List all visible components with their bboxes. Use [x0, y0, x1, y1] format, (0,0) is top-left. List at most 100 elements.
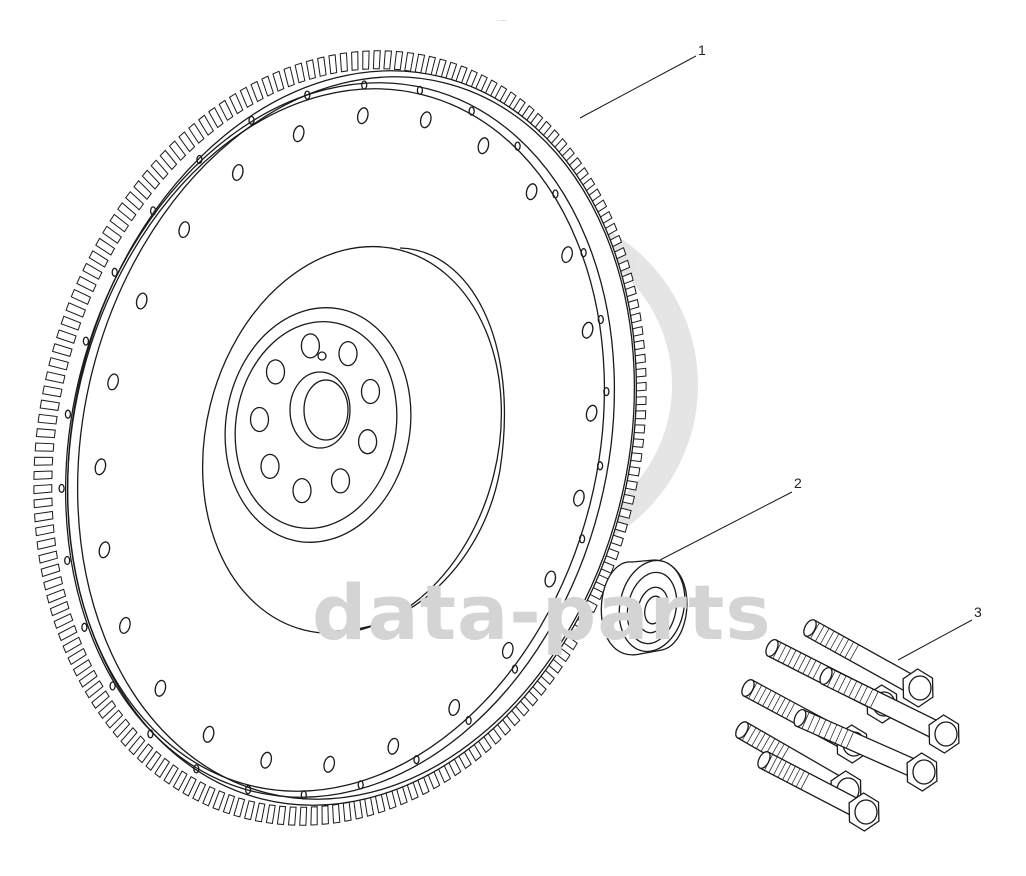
gear-tooth — [43, 576, 63, 591]
gear-tooth — [40, 563, 61, 578]
hub-bolt-holes — [249, 333, 381, 504]
gear-tooth — [414, 53, 426, 74]
small-hole — [596, 461, 604, 471]
hub-outer — [224, 307, 412, 543]
rim-bolt-hole — [323, 755, 336, 773]
small-hole — [196, 154, 203, 165]
gear-tooth — [39, 399, 60, 411]
gear-tooth — [351, 51, 359, 71]
gear-tooth — [42, 385, 63, 398]
small-hole — [468, 106, 475, 116]
small-hole — [149, 206, 157, 216]
gear-tooth — [254, 802, 266, 823]
gear-tooth — [172, 770, 188, 791]
small-hole — [64, 409, 72, 419]
gear-tooth — [78, 669, 98, 688]
gear-tooth — [65, 302, 87, 318]
gear-tooth — [342, 801, 352, 822]
rim-bolt-hole — [107, 373, 119, 391]
gear-tooth — [364, 796, 375, 817]
gear-tooth — [120, 727, 138, 747]
gear-tooth — [383, 50, 393, 70]
gear-tooth — [328, 54, 338, 75]
gear-tooth — [34, 510, 54, 523]
rim-bolt-hole — [231, 163, 244, 182]
gear-tooth — [117, 202, 137, 222]
gear-tooth — [218, 99, 234, 122]
bolt — [803, 619, 934, 708]
rim-bolt-hole — [501, 641, 514, 659]
gear-tooth — [163, 764, 179, 785]
rim-bolt-hole — [154, 679, 167, 697]
gear-tooth — [136, 743, 154, 764]
gear-tooth — [188, 122, 205, 144]
gear-tooth — [44, 371, 66, 384]
gear-tooth — [34, 442, 55, 452]
gear-tooth — [222, 794, 236, 815]
gear-tooth — [283, 66, 295, 88]
rim-bolt-hole — [448, 698, 461, 717]
gear-tooth — [141, 169, 161, 190]
gear-tooth — [321, 805, 329, 825]
hub-center-bore-inner — [303, 379, 349, 441]
bolt — [793, 708, 938, 792]
rim-bolt-hole — [387, 737, 400, 755]
gear-tooth — [33, 456, 54, 466]
gear-tooth — [250, 80, 264, 103]
gear-tooth — [178, 131, 196, 153]
rim-bolt-hole — [573, 489, 585, 507]
small-hole — [147, 729, 154, 739]
hub-bolt-hole — [357, 429, 378, 455]
small-hole — [81, 622, 88, 632]
gear-tooth — [112, 718, 131, 739]
gear-tooth — [202, 786, 216, 807]
rim-bolt-hole — [135, 292, 148, 310]
gear-tooth — [265, 804, 276, 824]
gear-tooth — [72, 658, 93, 677]
rim-bolt-hole — [585, 404, 598, 422]
gear-tooth — [353, 799, 363, 820]
small-hole — [361, 80, 368, 90]
gear-tooth — [56, 329, 77, 344]
gear-tooth — [36, 537, 57, 551]
gear-tooth — [208, 106, 224, 129]
gear-tooth — [150, 159, 169, 180]
gear-tooth — [133, 180, 152, 200]
small-hole — [413, 755, 420, 765]
hub-bolt-hole — [300, 333, 321, 359]
gear-tooth — [49, 600, 70, 617]
gear-tooth — [84, 680, 104, 699]
gear-tooth — [168, 140, 187, 162]
gear-tooth — [105, 709, 124, 729]
gear-tooth — [102, 225, 122, 245]
gear-tooth — [159, 149, 178, 171]
inner-holes — [58, 80, 610, 800]
hub-bolt-hole — [249, 406, 270, 433]
small-hole — [304, 90, 311, 100]
leader-line-2 — [659, 491, 793, 561]
small-hole — [58, 483, 65, 494]
gear-tooth — [339, 52, 348, 73]
rim-bolt-hole — [98, 541, 111, 559]
gear-tooth — [233, 797, 246, 818]
small-hole — [550, 603, 557, 613]
small-hole — [416, 85, 424, 96]
gear-tooth — [33, 497, 53, 509]
small-hole — [514, 141, 521, 151]
hub-bolt-hole — [360, 378, 381, 405]
rim-bolt-hole — [178, 221, 191, 239]
rim-bolt-hole — [581, 321, 594, 339]
gear-tooth — [53, 613, 74, 630]
rim-bolt-hole — [202, 725, 215, 743]
rim-bolt-hole — [260, 751, 273, 769]
gear-tooth — [287, 806, 297, 826]
small-hole — [64, 555, 71, 566]
gear-tooth — [198, 114, 215, 136]
gear-tooth — [128, 735, 146, 756]
gear-tooth — [404, 52, 415, 72]
gear-tooth — [192, 781, 207, 802]
gear-tooth — [228, 92, 244, 115]
gear-tooth — [261, 75, 275, 97]
small-hole — [193, 764, 200, 774]
rim-bolt-hole — [544, 570, 557, 588]
